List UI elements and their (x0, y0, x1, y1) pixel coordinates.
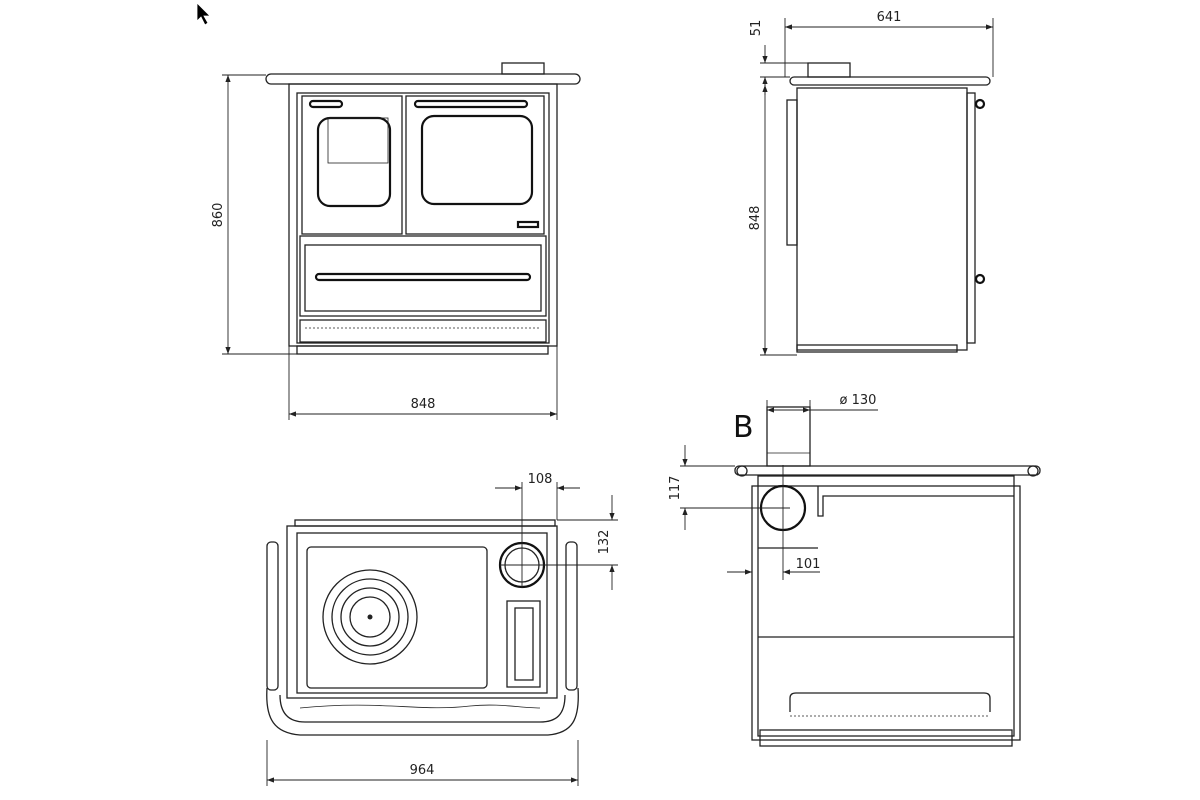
side-flue-height-label: 51 (749, 20, 764, 37)
top-width-label: 964 (410, 763, 435, 778)
hotplate-rings (322, 569, 418, 665)
front-height-label: 860 (211, 203, 226, 228)
side-depth-label: 641 (877, 10, 902, 25)
front-width-label: 848 (411, 397, 436, 412)
side-view: 641 51 848 (748, 10, 994, 356)
top-flue-offset-y-label: 132 (597, 530, 612, 555)
rear-flue-offset-label: 101 (796, 557, 821, 572)
front-view: 860 848 (211, 62, 581, 420)
rear-flue-diameter-label: ø 130 (840, 393, 877, 408)
rear-flue-height-label: 117 (668, 476, 683, 501)
side-height-label: 848 (748, 206, 763, 231)
top-view: 964 108 132 (266, 472, 618, 786)
top-flue-offset-x-label: 108 (528, 472, 553, 487)
view-letter: B (733, 410, 754, 445)
rear-view: B ø 130 117 101 (668, 393, 1041, 747)
arrow-cursor-icon (196, 2, 211, 26)
